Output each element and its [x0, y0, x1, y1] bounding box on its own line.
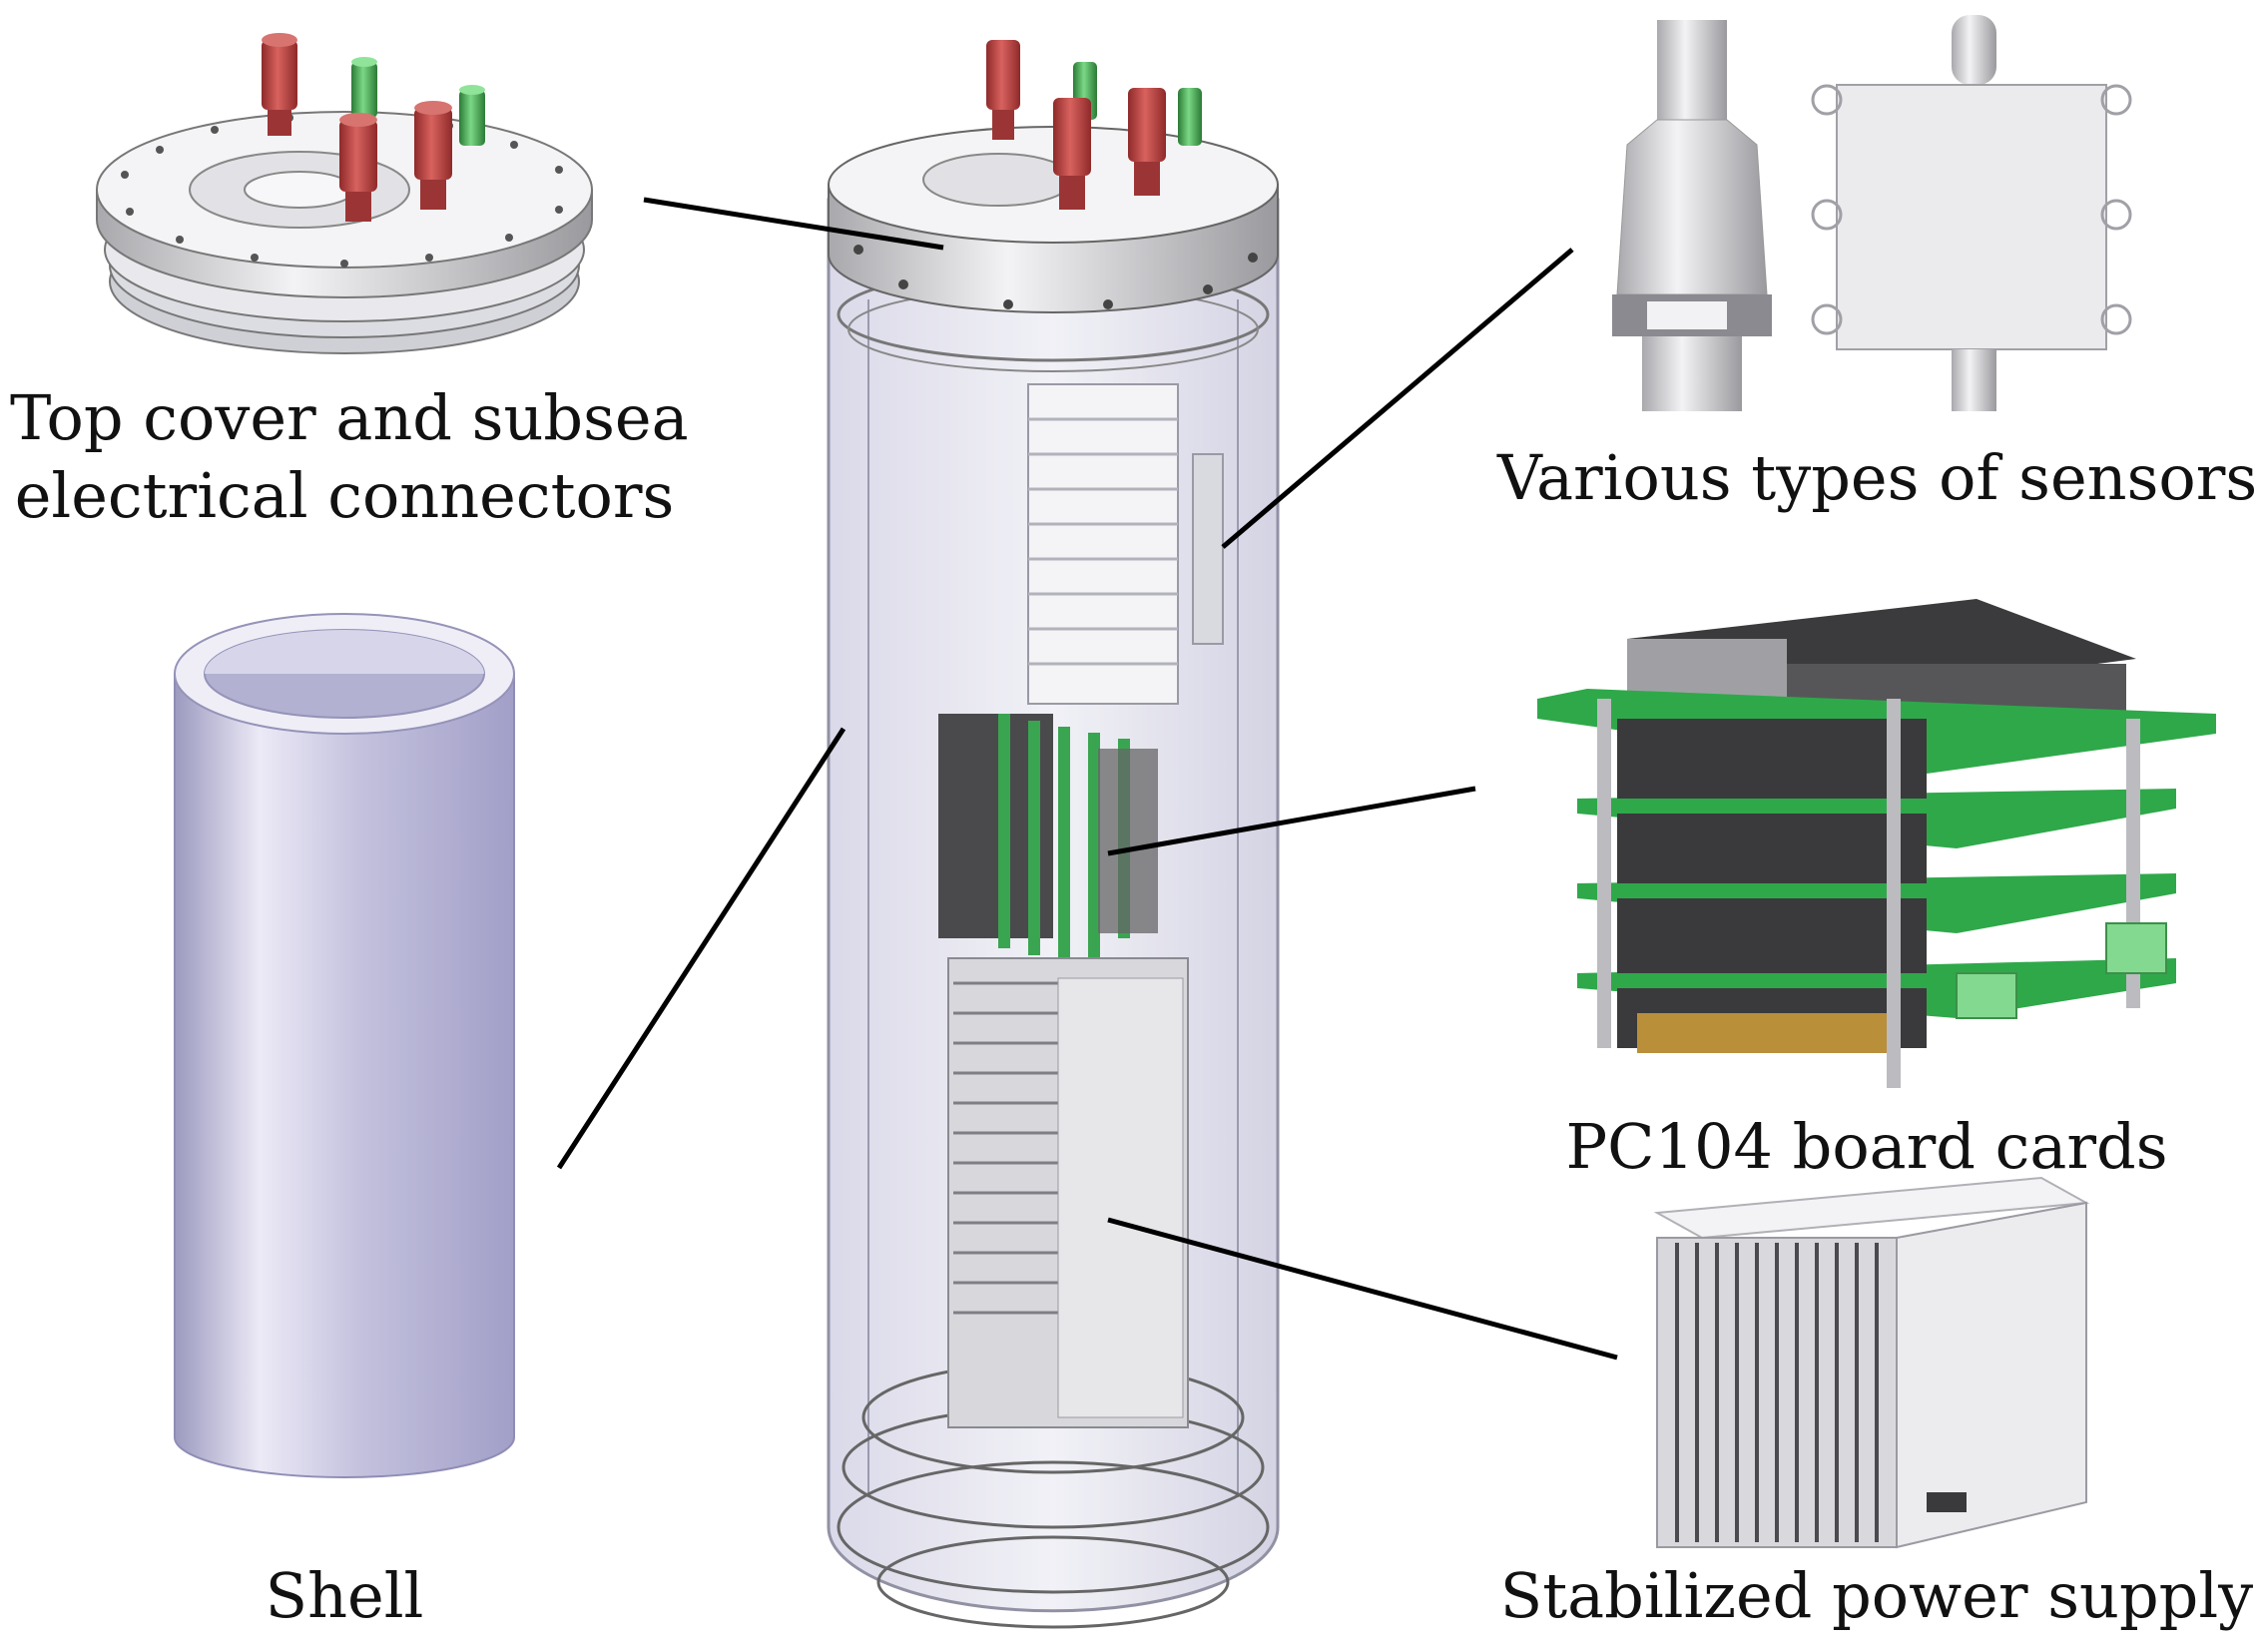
sensors-illustration [1612, 15, 2132, 411]
internal-pc104-stack [938, 714, 1158, 967]
internal-sensor-stack [1027, 383, 1224, 705]
assembly-connector-red-c [1128, 88, 1166, 196]
connector-red-3 [414, 101, 452, 210]
label-top-cover-line1: Top cover and subsea [10, 381, 689, 454]
leader-line-power [1107, 1217, 1618, 1361]
connector-green-2 [459, 85, 485, 146]
assembly-illustration [827, 40, 1280, 1629]
leader-lines [556, 197, 1618, 1361]
leader-line-pc104 [1107, 786, 1476, 856]
label-power: Stabilized power supply [1499, 1559, 2254, 1632]
label-top-cover-line2: electrical connectors [14, 459, 675, 532]
leader-line-top-cover [643, 197, 944, 251]
assembly-connector-red-a [986, 40, 1020, 140]
connector-green-1 [351, 57, 377, 118]
label-shell: Shell [265, 1559, 424, 1632]
internal-power-supply [947, 957, 1189, 1428]
leader-line-sensors [1221, 248, 1574, 549]
label-pc104: PC104 board cards [1565, 1110, 2168, 1183]
leader-line-shell [556, 727, 847, 1170]
pc104-illustration [1537, 599, 2216, 1088]
junction-box-sensor [1811, 15, 2132, 411]
connector-red-2 [339, 113, 377, 222]
label-sensors: Various types of sensors [1497, 441, 2258, 514]
power-supply-illustration [1653, 1176, 2090, 1549]
assembly-connector-green-b [1178, 88, 1202, 146]
assembly-connector-red-b [1053, 98, 1091, 210]
top-cover-illustration [96, 33, 593, 354]
connector-red-1 [262, 33, 297, 136]
pressure-sensor [1612, 20, 1772, 411]
shell-illustration [174, 613, 515, 1478]
